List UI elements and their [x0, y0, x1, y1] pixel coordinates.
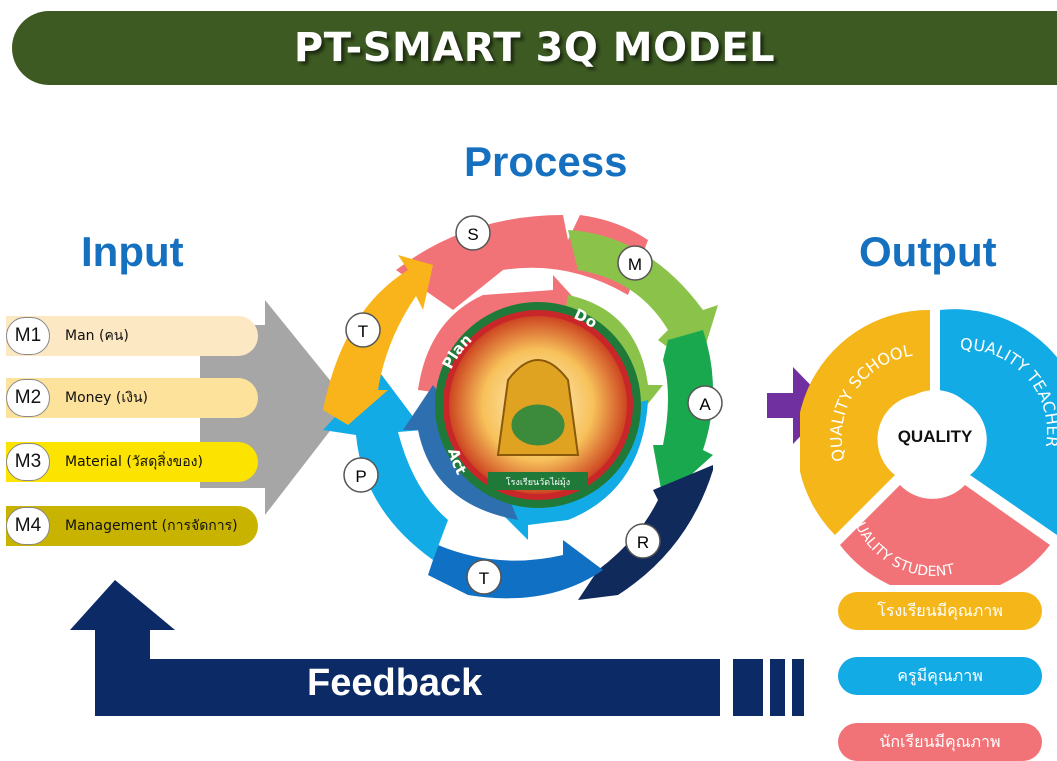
badge-s: S — [455, 215, 491, 251]
feedback-arrow-body — [70, 580, 720, 716]
badge-m: M — [617, 245, 653, 281]
m4-badge: M4 — [6, 507, 50, 545]
svg-text:S: S — [467, 225, 478, 244]
m3-badge: M3 — [6, 443, 50, 481]
m2-label: Money (เงิน) — [65, 390, 148, 406]
svg-text:R: R — [637, 533, 649, 552]
badge-p: P — [343, 457, 379, 493]
segment-quality-school — [800, 309, 930, 535]
segment-quality-teacher — [940, 309, 1057, 535]
segment-quality-student — [840, 485, 1050, 585]
output-heading: Output — [859, 228, 997, 275]
tag-quality-student: นักเรียนมีคุณภาพ — [838, 723, 1042, 761]
feedback-label: Feedback — [307, 662, 483, 704]
m2-badge: M2 — [6, 379, 50, 417]
svg-text:T: T — [479, 569, 489, 588]
ring-segment-t-top — [323, 255, 433, 425]
ring-segment-a — [653, 330, 713, 500]
donut-center-label: QUALITY — [898, 427, 973, 446]
logo-caption: โรงเรียนวัดไผ่มุ้ง — [506, 477, 570, 488]
m1-label: Man (คน) — [65, 328, 129, 344]
m4-label: Management (การจัดการ) — [65, 518, 238, 534]
badge-r: R — [625, 523, 661, 559]
svg-text:A: A — [699, 395, 711, 414]
feedback-stripe-3 — [792, 659, 804, 716]
output-arrow-shape — [767, 367, 830, 444]
feedback-stripe-2 — [770, 659, 785, 716]
badge-a: A — [687, 385, 723, 421]
tag-quality-school: โรงเรียนมีคุณภาพ — [838, 592, 1042, 630]
page-title: PT-SMART 3Q MODEL — [293, 25, 776, 71]
output-donut: QUALITY QUALITY SCHOOL QUALITY TEACHER Q… — [800, 309, 1057, 585]
badge-t-top: T — [345, 312, 381, 348]
badge-t-bottom: T — [466, 559, 502, 595]
svg-text:M: M — [628, 255, 642, 274]
donut-center — [890, 390, 980, 480]
input-item-m2: M2 Money (เงิน) — [6, 378, 258, 418]
logo-caption-bg — [488, 472, 588, 490]
input-item-m4: M4 Management (การจัดการ) — [6, 506, 258, 546]
svg-text:T: T — [358, 322, 368, 341]
ring-segment-m — [568, 230, 718, 370]
logo-seal — [508, 401, 568, 449]
m3-label: Material (วัสดุสิ่งของ) — [65, 454, 203, 470]
svg-text:P: P — [355, 467, 366, 486]
input-heading: Input — [81, 228, 184, 275]
process-cycle: โรงเรียนวัดไผ่มุ้ง Plan Do Check Act S M… — [323, 215, 723, 600]
m1-badge: M1 — [6, 317, 50, 355]
tag-quality-teacher: ครูมีคุณภาพ — [838, 657, 1042, 695]
title-banner: PT-SMART 3Q MODEL — [12, 11, 1057, 85]
feedback-stripe-1 — [733, 659, 763, 716]
input-item-m1: M1 Man (คน) — [6, 316, 258, 356]
logo-border — [443, 310, 633, 500]
input-item-m3: M3 Material (วัสดุสิ่งของ) — [6, 442, 258, 482]
process-heading: Process — [464, 138, 628, 185]
